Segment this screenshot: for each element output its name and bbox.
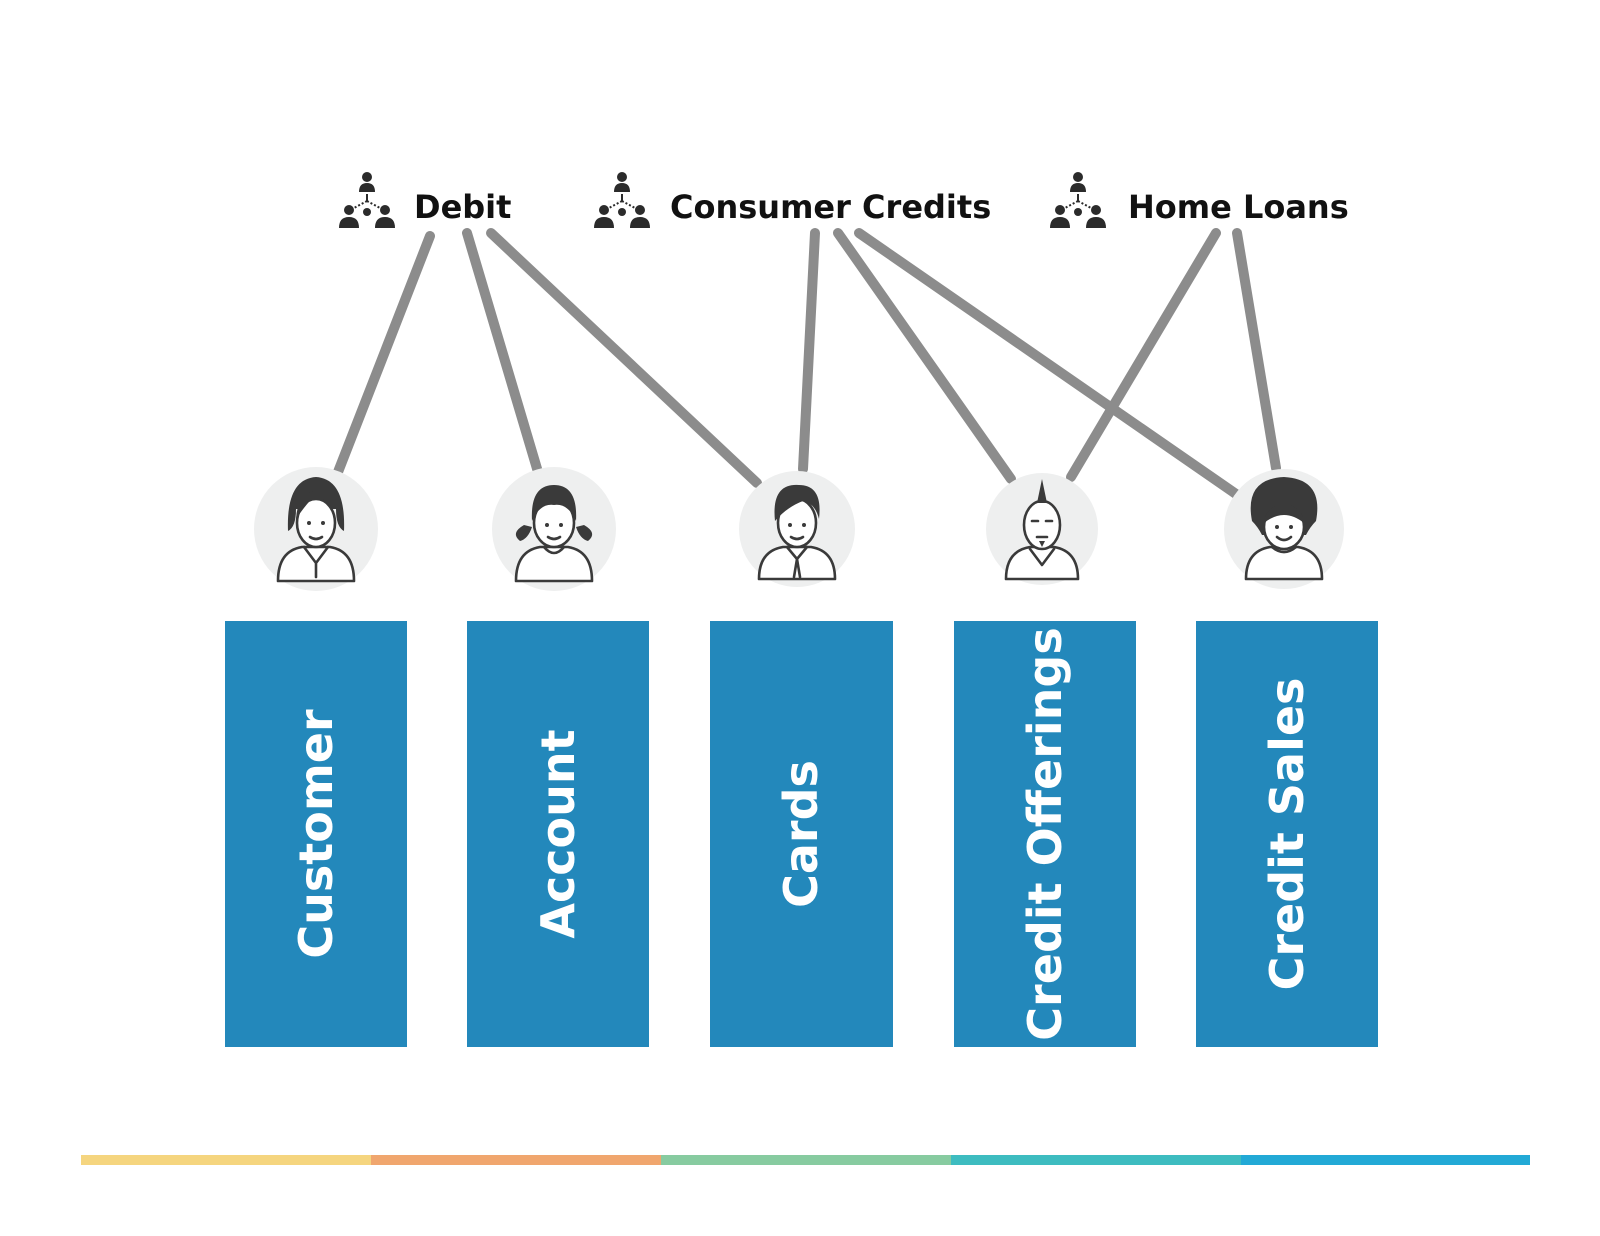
- entity-cards: Cards: [710, 621, 893, 1047]
- group-debit: Debit: [338, 171, 511, 229]
- org-chart-icon: [593, 171, 651, 229]
- entity-box-credit-sales: [1196, 621, 1378, 1047]
- entity-box-account: [467, 621, 649, 1047]
- entity-customer: Customer: [225, 621, 407, 1047]
- entity-label-account: Account: [531, 729, 585, 938]
- entity-box-cards: [710, 621, 893, 1047]
- man-tie-avatar-icon: [739, 471, 855, 587]
- link-debit-cards: [486, 228, 762, 488]
- link-home-loans-credit-offerings: [1066, 228, 1221, 482]
- footer-stripe-segment: [81, 1155, 371, 1165]
- group-label-debit: Debit: [414, 188, 511, 226]
- links: [333, 228, 1281, 499]
- link-consumer-credits-cards: [798, 228, 820, 474]
- group-label-consumer-credits: Consumer Credits: [670, 188, 991, 226]
- woman-bob-hair-avatar-icon: [254, 467, 378, 591]
- group-consumer-credits: Consumer Credits: [593, 171, 991, 229]
- group-home-loans: Home Loans: [1049, 171, 1349, 229]
- entity-account: Account: [467, 621, 649, 1047]
- entity-label-cards: Cards: [774, 760, 828, 908]
- entity-credit-offerings: Credit Offerings: [954, 621, 1136, 1047]
- girl-pigtails-avatar-icon: [492, 467, 616, 591]
- link-consumer-credits-credit-sales: [854, 228, 1241, 499]
- footer-color-stripe: [81, 1155, 1530, 1165]
- entity-credit-sales: Credit Sales: [1196, 621, 1378, 1047]
- man-mohawk-avatar-icon: [986, 473, 1098, 585]
- footer-stripe-segment: [661, 1155, 951, 1165]
- entity-label-customer: Customer: [289, 709, 343, 959]
- group-label-home-loans: Home Loans: [1128, 188, 1349, 226]
- link-debit-account: [462, 228, 543, 477]
- link-debit-customer: [333, 231, 435, 477]
- org-chart-icon: [1049, 171, 1107, 229]
- footer-stripe-segment: [951, 1155, 1241, 1165]
- link-consumer-credits-credit-offerings: [833, 228, 1016, 484]
- entity-box-customer: [225, 621, 407, 1047]
- link-home-loans-credit-sales: [1232, 228, 1281, 473]
- entity-label-credit-offerings: Credit Offerings: [1018, 627, 1072, 1040]
- entity-label-credit-sales: Credit Sales: [1260, 678, 1314, 991]
- entity-box-credit-offerings: [954, 621, 1136, 1047]
- footer-stripe-segment: [371, 1155, 661, 1165]
- footer-stripe-segment: [1241, 1155, 1530, 1165]
- org-chart-icon: [338, 171, 396, 229]
- man-afro-avatar-icon: [1224, 469, 1344, 589]
